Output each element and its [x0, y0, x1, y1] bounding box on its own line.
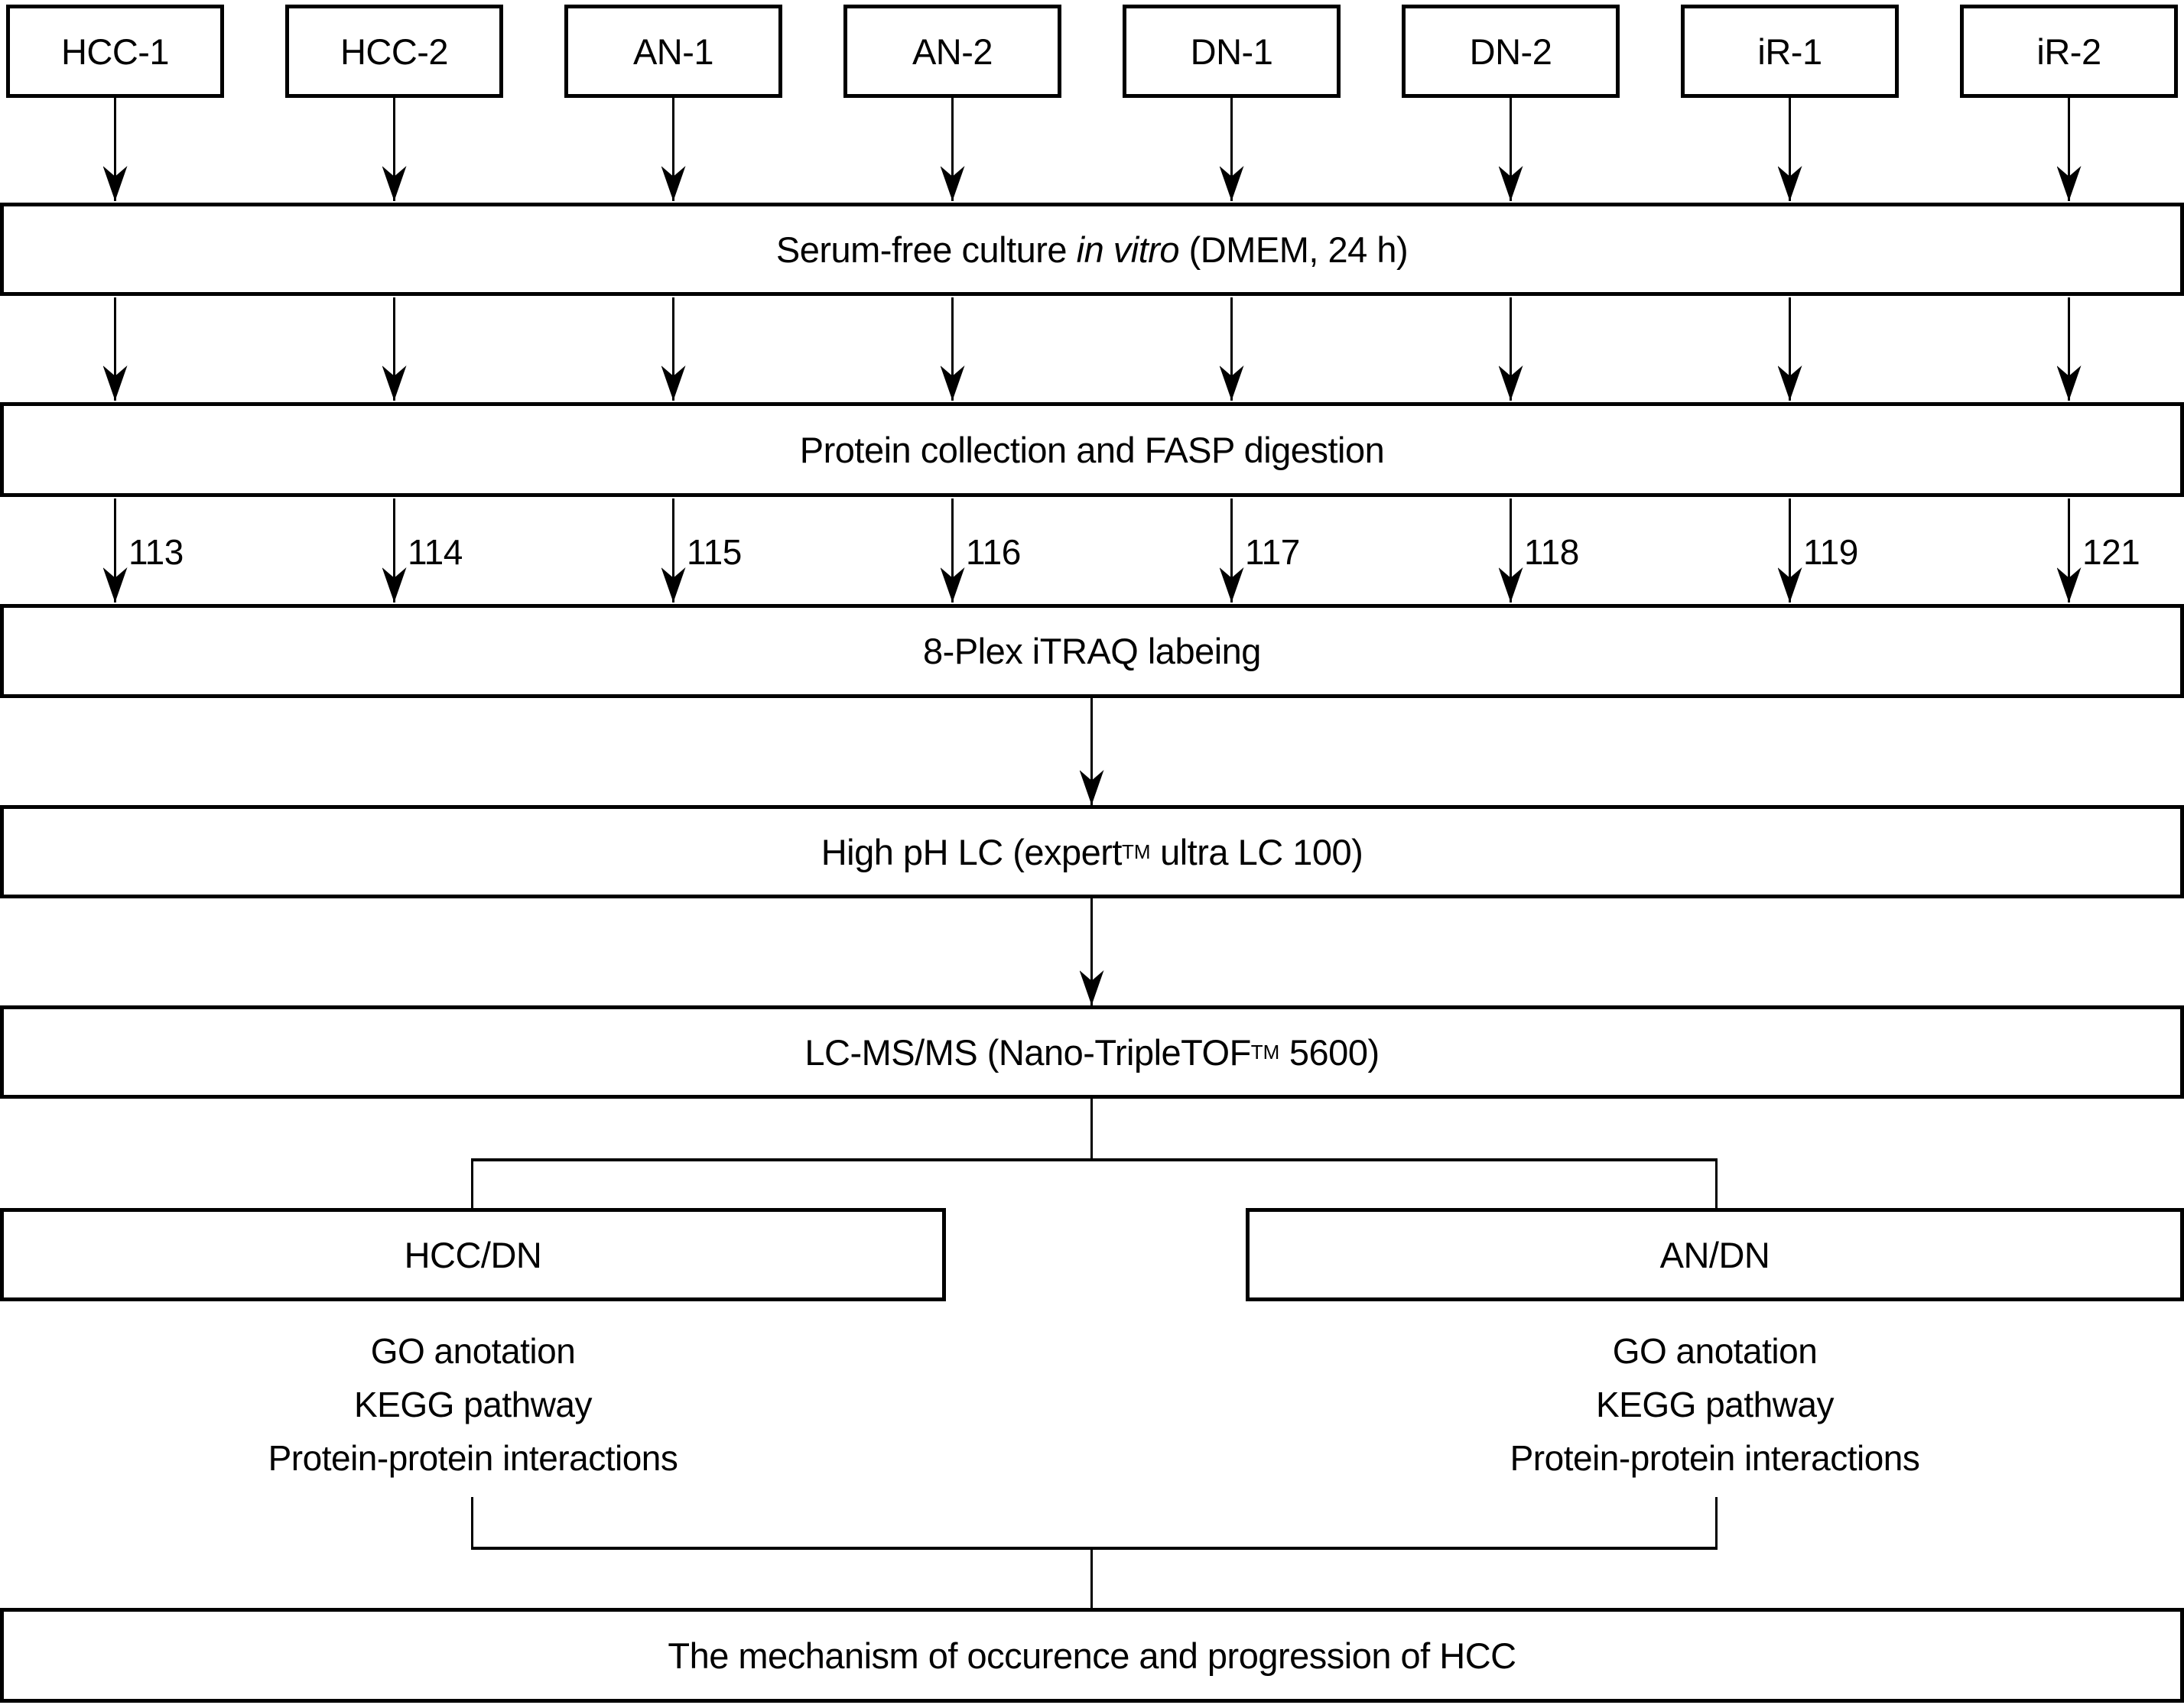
down-arrow-icon: [393, 297, 395, 401]
down-arrow-icon: [2068, 297, 2070, 401]
down-arrow-icon: [1789, 98, 1791, 201]
comparison-box-an-dn: AN/DN: [1246, 1208, 2184, 1301]
high-ph-lc-text-after: ultra LC 100): [1150, 831, 1363, 872]
analysis-list-right: GO anotation KEGG pathway Protein-protei…: [1246, 1324, 2184, 1485]
sample-label: AN-1: [632, 31, 714, 72]
culture-text: Serum-free culture: [775, 229, 1077, 270]
branch-horizontal-line: [471, 1158, 1718, 1161]
down-arrow-icon: [1510, 297, 1512, 401]
sample-box-an-2: AN-2: [843, 5, 1061, 98]
analysis-item: Protein-protein interactions: [268, 1438, 678, 1478]
down-arrow-icon: [1789, 297, 1791, 401]
sample-box-an-1: AN-1: [564, 5, 782, 98]
down-arrow-icon: [951, 499, 954, 602]
analysis-item: GO anotation: [370, 1331, 576, 1371]
down-arrow-icon: [1230, 297, 1233, 401]
protein-step-box: Protein collection and FASP digestion: [0, 402, 2184, 497]
down-arrow-icon: [1090, 898, 1093, 1005]
down-arrow-icon: [1090, 698, 1093, 805]
comparison-label: HCC/DN: [404, 1234, 542, 1275]
merge-left-line: [471, 1497, 473, 1550]
lc-ms-text: LC-MS/MS (Nano-TripleTOF: [804, 1031, 1251, 1073]
sample-box-dn-1: DN-1: [1123, 5, 1341, 98]
merge-stem-line: [1090, 1548, 1093, 1608]
sample-box-ir-1: iR-1: [1681, 5, 1899, 98]
sample-box-dn-2: DN-2: [1402, 5, 1620, 98]
conclusion-text: The mechanism of occurence and progressi…: [668, 1635, 1516, 1676]
itraq-tag-119: 119: [1803, 532, 1858, 572]
down-arrow-icon: [1789, 499, 1791, 602]
sample-label: DN-2: [1469, 31, 1552, 72]
sample-label: DN-1: [1190, 31, 1273, 72]
down-arrow-icon: [2068, 499, 2070, 602]
sample-label: iR-2: [2036, 31, 2101, 72]
sample-label: HCC-2: [340, 31, 449, 72]
down-arrow-icon: [672, 499, 674, 602]
down-arrow-icon: [114, 98, 116, 201]
itraq-tag-118: 118: [1524, 532, 1579, 572]
branch-right-line: [1715, 1160, 1718, 1210]
itraq-tag-116: 116: [966, 532, 1021, 572]
sample-box-ir-2: iR-2: [1960, 5, 2178, 98]
sample-label: AN-2: [912, 31, 993, 72]
itraq-step-box: 8-Plex iTRAQ labeing: [0, 604, 2184, 698]
down-arrow-icon: [393, 499, 395, 602]
merge-horizontal-line: [471, 1547, 1718, 1550]
itraq-tag-117: 117: [1245, 532, 1300, 572]
analysis-item: GO anotation: [1612, 1331, 1818, 1371]
merge-right-line: [1715, 1497, 1718, 1550]
lc-ms-text-after: 5600): [1279, 1031, 1380, 1073]
branch-left-line: [471, 1160, 473, 1210]
conclusion-box: The mechanism of occurence and progressi…: [0, 1608, 2184, 1703]
down-arrow-icon: [114, 297, 116, 401]
analysis-list-left: GO anotation KEGG pathway Protein-protei…: [0, 1324, 946, 1485]
analysis-item: KEGG pathway: [1595, 1385, 1835, 1424]
comparison-box-hcc-dn: HCC/DN: [0, 1208, 946, 1301]
down-arrow-icon: [1230, 499, 1233, 602]
down-arrow-icon: [1510, 499, 1512, 602]
analysis-item: Protein-protein interactions: [1510, 1438, 1920, 1478]
down-arrow-icon: [1230, 98, 1233, 201]
high-ph-lc-text: High pH LC (expert: [821, 831, 1123, 872]
sample-box-hcc-2: HCC-2: [285, 5, 503, 98]
culture-text-italic: in vitro: [1076, 229, 1180, 270]
itraq-text: 8-Plex iTRAQ labeing: [923, 631, 1261, 671]
itraq-tag-113: 113: [128, 532, 184, 572]
down-arrow-icon: [672, 98, 674, 201]
down-arrow-icon: [393, 98, 395, 201]
down-arrow-icon: [114, 499, 116, 602]
itraq-tag-121: 121: [2082, 532, 2140, 572]
itraq-tag-115: 115: [687, 532, 742, 572]
down-arrow-icon: [951, 297, 954, 401]
branch-stem-line: [1090, 1099, 1093, 1161]
sample-label: iR-1: [1757, 31, 1822, 72]
sample-label: HCC-1: [60, 31, 170, 72]
culture-text-after: (DMEM, 24 h): [1179, 229, 1409, 270]
down-arrow-icon: [1510, 98, 1512, 201]
comparison-label: AN/DN: [1659, 1234, 1770, 1275]
down-arrow-icon: [2068, 98, 2070, 201]
down-arrow-icon: [672, 297, 674, 401]
analysis-item: KEGG pathway: [353, 1385, 593, 1424]
down-arrow-icon: [951, 98, 954, 201]
protein-text: Protein collection and FASP digestion: [799, 429, 1385, 470]
culture-step-box: Serum-free culture in vitro (DMEM, 24 h): [0, 203, 2184, 296]
itraq-tag-114: 114: [408, 532, 463, 572]
sample-box-hcc-1: HCC-1: [6, 5, 224, 98]
